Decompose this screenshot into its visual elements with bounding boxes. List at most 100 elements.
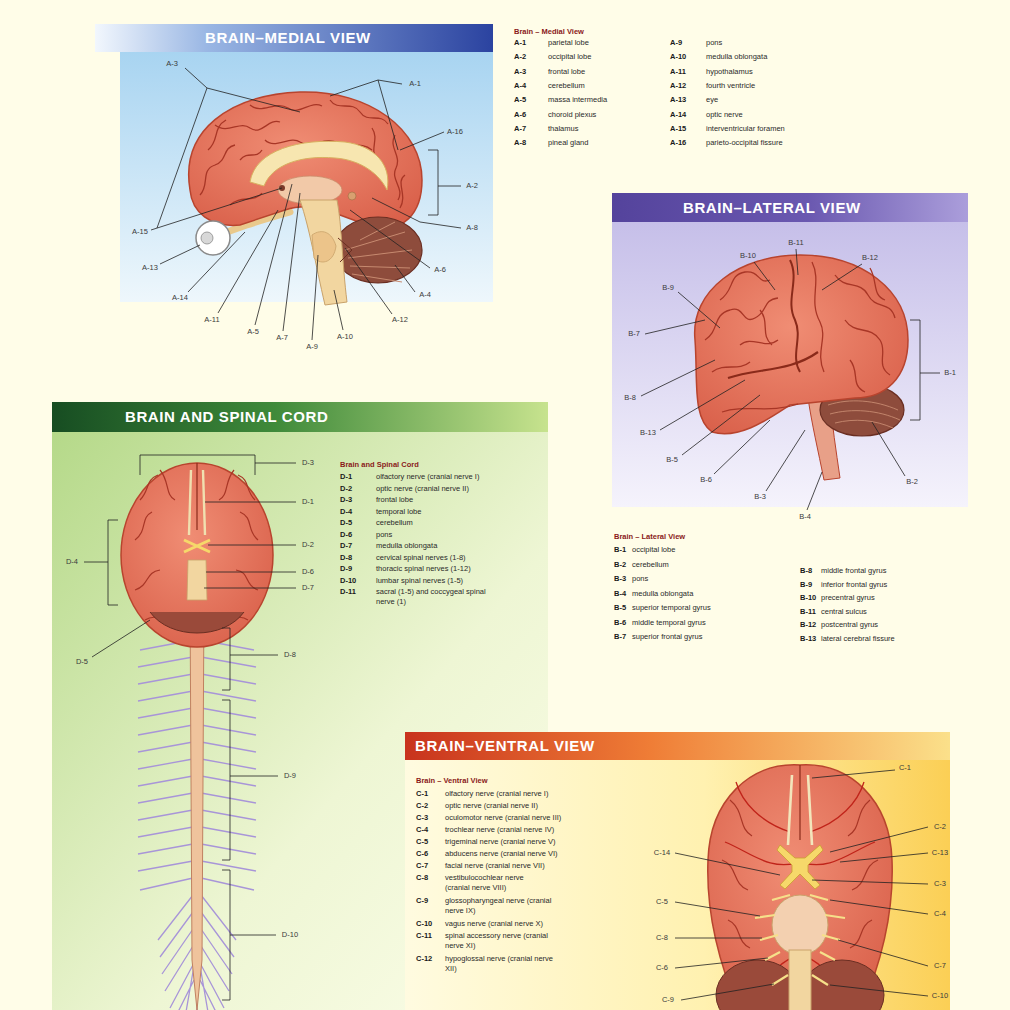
panel-title-band: BRAIN–VENTRAL VIEW <box>405 732 950 760</box>
legend-code: D-1 <box>340 472 352 482</box>
legend-code: A-5 <box>514 95 526 105</box>
legend-term: spinal accessory nerve (cranial nerve XI… <box>445 931 549 950</box>
bracket-line <box>222 700 230 860</box>
legend-term: cerebellum <box>376 518 413 528</box>
leader-line <box>160 245 200 264</box>
callout-number: C-9 <box>662 995 674 1005</box>
legend-code: D-5 <box>340 518 352 528</box>
callout-number: D-6 <box>302 567 314 577</box>
leader-line <box>645 320 705 334</box>
leader-line <box>334 290 343 330</box>
callout-number: D-3 <box>302 458 314 468</box>
callout-number: A-1 <box>409 79 421 89</box>
legend-code: C-1 <box>416 789 428 799</box>
panel-background <box>120 52 493 302</box>
leader-line <box>641 360 715 396</box>
legend-code: D-10 <box>340 576 356 586</box>
callout-number: C-8 <box>656 933 668 943</box>
legend-heading: Brain – Medial View <box>514 27 584 37</box>
legend-term: cervical spinal nerves (1-8) <box>376 553 466 563</box>
legend-term: middle frontal gyrus <box>821 566 886 576</box>
callout-number: B-12 <box>862 253 878 263</box>
callout-number: B-9 <box>662 283 674 293</box>
brainstem <box>187 560 207 600</box>
leader-line <box>208 545 296 546</box>
gyri <box>200 100 405 208</box>
pineal-gland <box>348 192 356 200</box>
bracket-line <box>222 870 230 1000</box>
olfactory-tracts <box>189 470 205 535</box>
legend-code: B-12 <box>800 620 816 630</box>
legend-term: vestibulocochlear nerve (cranial nerve V… <box>445 873 545 892</box>
legend-code: B-11 <box>800 607 816 617</box>
leader-line <box>230 935 276 936</box>
legend-code: A-8 <box>514 138 526 148</box>
legend-code: B-8 <box>800 566 812 576</box>
leader-line <box>682 395 760 455</box>
legend-code: C-10 <box>416 919 432 929</box>
legend-term: optic nerve <box>706 110 743 120</box>
bracket-line <box>157 88 300 228</box>
legend-term: choroid plexus <box>548 110 596 120</box>
leader-line <box>218 210 278 313</box>
callout-number: B-10 <box>740 251 756 261</box>
longitudinal-fissure <box>196 463 197 530</box>
legend-term: hypothalamus <box>706 67 753 77</box>
callout-number: A-12 <box>392 315 408 325</box>
legend-code: B-9 <box>800 580 812 590</box>
leader-line <box>812 770 895 778</box>
legend-code: C-6 <box>416 849 428 859</box>
callout-number: C-13 <box>932 848 948 858</box>
cerebellar-folia <box>828 401 900 428</box>
legend-code: D-6 <box>340 530 352 540</box>
leader-line <box>714 420 770 474</box>
leader-line <box>660 380 745 430</box>
leader-line <box>754 262 775 290</box>
legend-code: A-15 <box>670 124 686 134</box>
leader-line <box>204 588 296 589</box>
leader-line <box>350 210 430 268</box>
legend-heading: Brain – Lateral View <box>614 532 685 542</box>
callout-number: B-4 <box>799 512 811 522</box>
legend-code: C-7 <box>416 861 428 871</box>
leader-line <box>255 463 296 464</box>
legend-term: olfactory nerve (cranial nerve I) <box>445 789 548 799</box>
legend-term: parietal lobe <box>548 38 589 48</box>
longitudinal-fissure <box>799 765 800 840</box>
legend-code: D-8 <box>340 553 352 563</box>
legend-code: B-13 <box>800 634 816 644</box>
legend-term: optic nerve (cranial nerve II) <box>376 484 469 494</box>
legend-code: C-9 <box>416 896 428 906</box>
leader-line <box>807 472 822 510</box>
callout-number: A-5 <box>247 327 259 337</box>
legend-term: superior frontal gyrus <box>632 632 702 642</box>
legend-term: parieto-occipital fissure <box>706 138 783 148</box>
legend-term: hypoglossal nerve (cranial nerve XII) <box>445 954 553 973</box>
leader-line <box>830 900 928 914</box>
leader-line <box>395 265 415 292</box>
callout-number: D-2 <box>302 540 314 550</box>
legend-term: cerebellum <box>548 81 585 91</box>
panel-title: BRAIN–VENTRAL VIEW <box>415 732 950 760</box>
legend-code: C-5 <box>416 837 428 847</box>
legend-term: frontal lobe <box>376 495 413 505</box>
legend-term: pons <box>706 38 722 48</box>
optic-chiasm <box>777 845 823 889</box>
callout-number: A-11 <box>204 315 219 325</box>
leader-line <box>92 620 150 657</box>
legend-term: medulla oblongata <box>376 541 437 551</box>
callout-number: B-6 <box>700 475 712 485</box>
legend-code: B-2 <box>614 560 626 570</box>
legend-term: massa intermedia <box>548 95 607 105</box>
leader-line <box>230 655 278 656</box>
callout-number: B-8 <box>624 393 636 403</box>
legend-code: B-7 <box>614 632 626 642</box>
leader-line <box>283 193 300 331</box>
central-sulcus <box>790 260 800 372</box>
legend-term: interventricular foramen <box>706 124 785 134</box>
panel-title-band: BRAIN AND SPINAL CORD <box>52 402 548 432</box>
legend-term: temporal lobe <box>376 507 421 517</box>
legend-term: thalamus <box>548 124 578 134</box>
legend-code: C-11 <box>416 931 432 941</box>
